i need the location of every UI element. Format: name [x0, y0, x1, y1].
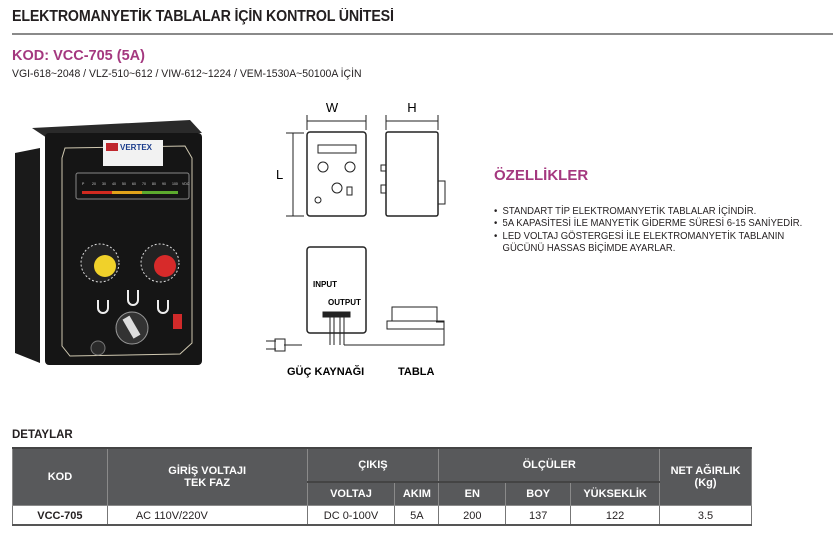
magnet-icon [97, 300, 109, 314]
magnet-icon [157, 300, 169, 314]
red-knob [154, 255, 176, 277]
cell-voltage: DC 0-100V [306, 505, 396, 526]
product-code: KOD: VCC-705 (5A) [12, 48, 145, 64]
yellow-knob [94, 255, 116, 277]
features-title: ÖZELLİKLER [494, 167, 589, 184]
cell-weight: 3.5 [659, 505, 752, 526]
meter-scale-label: 70 [142, 182, 146, 186]
brand-logo: VERTEX [120, 143, 153, 152]
compatible-models: VGI-618~2048 / VLZ-510~612 / VIW-612~122… [12, 68, 362, 80]
cell-height: 122 [570, 505, 661, 526]
cell-current: 5A [394, 505, 440, 526]
col-current: AKIM [394, 481, 440, 506]
col-dimensions: ÖLÇÜLER [438, 447, 661, 483]
dimension-diagram: W H L INPUT OUTPUT GÜÇ KAYNAĞI TABLA [266, 100, 446, 378]
feature-item: LED VOLTAJ GÖSTERGESİ İLE ELEKTROMANYETİ… [494, 231, 802, 256]
meter-scale-label: 60 [132, 182, 136, 186]
col-height: YÜKSEKLİK [570, 481, 661, 506]
col-weight: NET AĞIRLIK(Kg) [659, 447, 752, 506]
height-label: H [407, 100, 416, 115]
product-photo: VERTEX P 20 30 40 50 60 70 80 90 100 VDC [15, 120, 202, 365]
col-voltage: VOLTAJ [306, 481, 396, 506]
power-switch [173, 314, 182, 329]
meter-scale-label: 80 [152, 182, 156, 186]
meter-scale-label: VDC [182, 182, 190, 186]
features-list: STANDART TİP ELEKTROMANYETİK TABLALAR İÇ… [494, 206, 818, 256]
table-label: TABLA [398, 366, 435, 378]
table-row: VCC-705 AC 110V/220V DC 0-100V 5A 200 13… [12, 505, 752, 526]
cell-boy: 137 [505, 505, 572, 526]
meter-scale-label: 90 [162, 182, 166, 186]
meter-scale-label: P [82, 182, 85, 186]
power-supply-label: GÜÇ KAYNAĞI [287, 365, 364, 378]
meter-scale-label: 20 [92, 182, 96, 186]
details-title: DETAYLAR [12, 429, 73, 441]
title-divider [12, 33, 833, 35]
col-kod: KOD [12, 447, 108, 506]
feature-item: 5A KAPASİTESİ İLE MANYETİK GİDERME SÜRES… [494, 218, 802, 231]
meter-scale-label: 30 [102, 182, 106, 186]
meter-scale-label: 50 [122, 182, 126, 186]
feature-item: STANDART TİP ELEKTROMANYETİK TABLALAR İÇ… [494, 206, 802, 219]
col-output: ÇIKIŞ [306, 447, 440, 483]
cell-en: 200 [438, 505, 507, 526]
col-en: EN [438, 481, 507, 506]
width-label: W [326, 100, 339, 115]
col-boy: BOY [505, 481, 572, 506]
page-title: ELEKTROMANYETİK TABLALAR İÇİN KONTROL ÜN… [12, 8, 394, 25]
cell-kod: VCC-705 [12, 505, 108, 526]
input-label: INPUT [313, 280, 337, 289]
length-label: L [276, 167, 283, 182]
meter-scale-label: 40 [112, 182, 116, 186]
output-label: OUTPUT [328, 298, 361, 307]
magnet-icon [127, 290, 139, 306]
meter-scale-label: 100 [172, 182, 178, 186]
cell-input: AC 110V/220V [106, 505, 308, 526]
